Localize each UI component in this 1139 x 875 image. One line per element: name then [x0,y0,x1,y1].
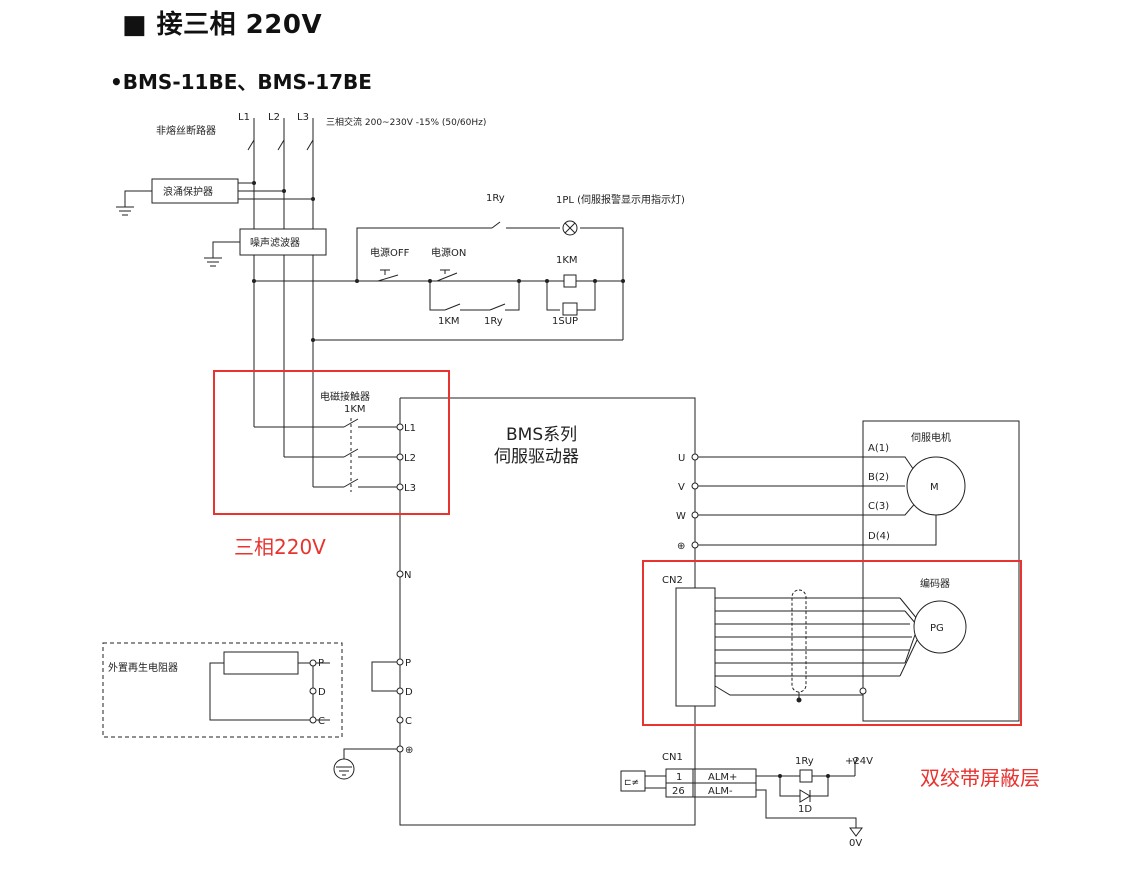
label-contactor: 电磁接触器 [320,390,370,403]
label-drv-l1: L1 [404,423,416,434]
label-regen: 外置再生电阻器 [108,661,178,674]
optocoupler-icon: ⊏≠ [624,778,639,788]
label-sup: 1SUP [552,316,578,327]
label-l1: L1 [238,112,250,123]
label-ac-supply: 三相交流 200~230V -15% (50/60Hz) [326,116,486,128]
label-contactor-km: 1KM [344,404,366,415]
label-alm-plus: ALM+ [708,772,737,783]
label-l3: L3 [297,112,309,123]
label-n: N [404,570,411,581]
label-c3: C(3) [868,501,889,512]
label-pg: PG [930,623,944,634]
label-b: B(2) [868,472,889,483]
label-breaker: 非熔丝断路器 [156,124,216,137]
label-pin1: 1 [676,772,682,783]
label-alm-minus: ALM- [708,786,733,797]
label-p-in: P [318,658,324,669]
label-c: C [405,716,412,727]
label-power-off: 电源OFF [370,246,410,259]
three-phase-annotation: 三相220V [234,535,326,559]
terminal-circles [309,423,867,753]
label-v: V [678,482,685,493]
pe-icon: ⊕ [677,541,685,552]
wires [102,118,1020,837]
three-phase-highlight [213,370,450,515]
label-km-coil: 1KM [556,255,578,266]
label-u: U [678,453,685,464]
label-pin26: 26 [672,786,685,797]
label-drive-series: BMS系列 [506,425,577,445]
label-pl: 1PL (伺服报警显示用指示灯) [556,193,685,206]
label-l2: L2 [268,112,280,123]
label-cn2: CN2 [662,575,683,586]
label-p: P [405,658,411,669]
label-d-in: D [318,687,326,698]
label-m: M [930,482,939,493]
label-cn1: CN1 [662,752,683,763]
label-ry-1: 1Ry [486,193,505,204]
label-a: A(1) [868,443,889,454]
shielded-cable-highlight [642,560,1022,726]
junction-dots [252,181,830,778]
label-motor: 伺服电机 [911,431,951,444]
label-surge: 浪涌保护器 [163,185,213,198]
label-ry-2: 1Ry [795,756,814,767]
earth-icon: ⊕ [405,745,413,756]
diagram-labels: L1 L2 L3 非熔丝断路器 三相交流 200~230V -15% (50/6… [108,112,951,849]
label-d4: D(4) [868,531,890,542]
label-0v: 0V [849,838,862,849]
model-subtitle: •BMS-11BE、BMS-17BE [110,70,372,94]
label-encoder: 编码器 [920,577,950,590]
label-d: D [405,687,413,698]
label-drv-l2: L2 [404,453,416,464]
label-drive-name: 伺服驱动器 [494,447,579,467]
twisted-shield-annotation: 双绞带屏蔽层 [920,766,1040,790]
label-24v: +24V [845,756,873,767]
highlight-boxes [213,370,1022,726]
label-drv-l3: L3 [404,483,416,494]
label-power-on: 电源ON [431,246,466,259]
label-km-contact: 1KM [438,316,460,327]
label-1d: 1D [798,804,812,815]
label-noise-filter: 噪声滤波器 [250,236,300,249]
label-ry-contact: 1Ry [484,316,503,327]
page-title: ■ 接三相 220V [122,10,323,40]
label-w: W [676,511,686,522]
label-c-in: C [318,716,325,727]
